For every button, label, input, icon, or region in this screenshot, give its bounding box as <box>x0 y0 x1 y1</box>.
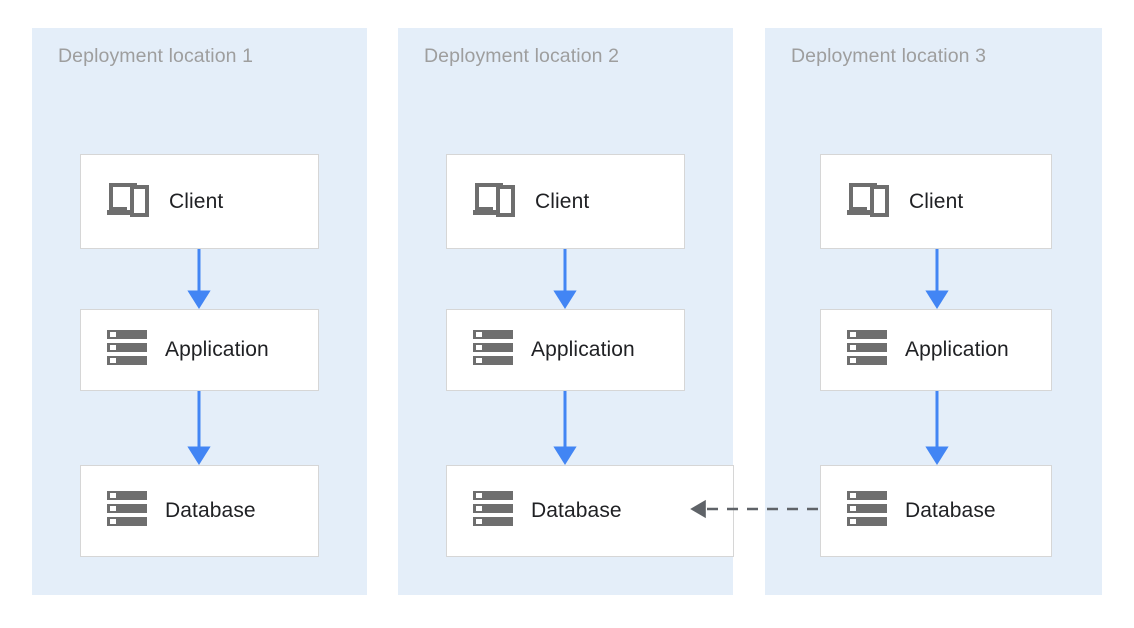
devices-icon <box>107 181 151 222</box>
node-application[interactable]: Application <box>446 309 685 391</box>
panel-deployment-location-3: Deployment location 3 Client <box>765 28 1102 595</box>
node-label: Client <box>909 189 964 213</box>
panel-title: Deployment location 2 <box>424 45 620 67</box>
server-icon <box>847 490 887 532</box>
node-label: Application <box>905 338 1009 361</box>
server-icon <box>473 490 513 532</box>
node-label: Database <box>531 499 622 522</box>
server-icon <box>107 490 147 532</box>
node-label: Client <box>535 189 590 213</box>
server-icon <box>473 329 513 371</box>
node-client[interactable]: Client <box>820 154 1052 249</box>
devices-icon <box>847 181 891 222</box>
node-label: Application <box>531 338 635 361</box>
panel-deployment-location-1: Deployment location 1 Client <box>32 28 367 595</box>
node-label: Database <box>165 499 256 522</box>
node-label: Database <box>905 499 996 522</box>
node-database[interactable]: Database <box>80 465 319 557</box>
node-application[interactable]: Application <box>80 309 319 391</box>
node-label: Application <box>165 338 269 361</box>
node-database[interactable]: Database <box>820 465 1052 557</box>
panel-title: Deployment location 3 <box>791 45 987 67</box>
node-label: Client <box>169 189 224 213</box>
devices-icon <box>473 181 517 222</box>
node-application[interactable]: Application <box>820 309 1052 391</box>
node-client[interactable]: Client <box>446 154 685 249</box>
panel-title: Deployment location 1 <box>58 45 254 67</box>
node-database[interactable]: Database <box>446 465 734 557</box>
server-icon <box>107 329 147 371</box>
server-icon <box>847 329 887 371</box>
panel-deployment-location-2: Deployment location 2 Client <box>398 28 734 595</box>
node-client[interactable]: Client <box>80 154 319 249</box>
